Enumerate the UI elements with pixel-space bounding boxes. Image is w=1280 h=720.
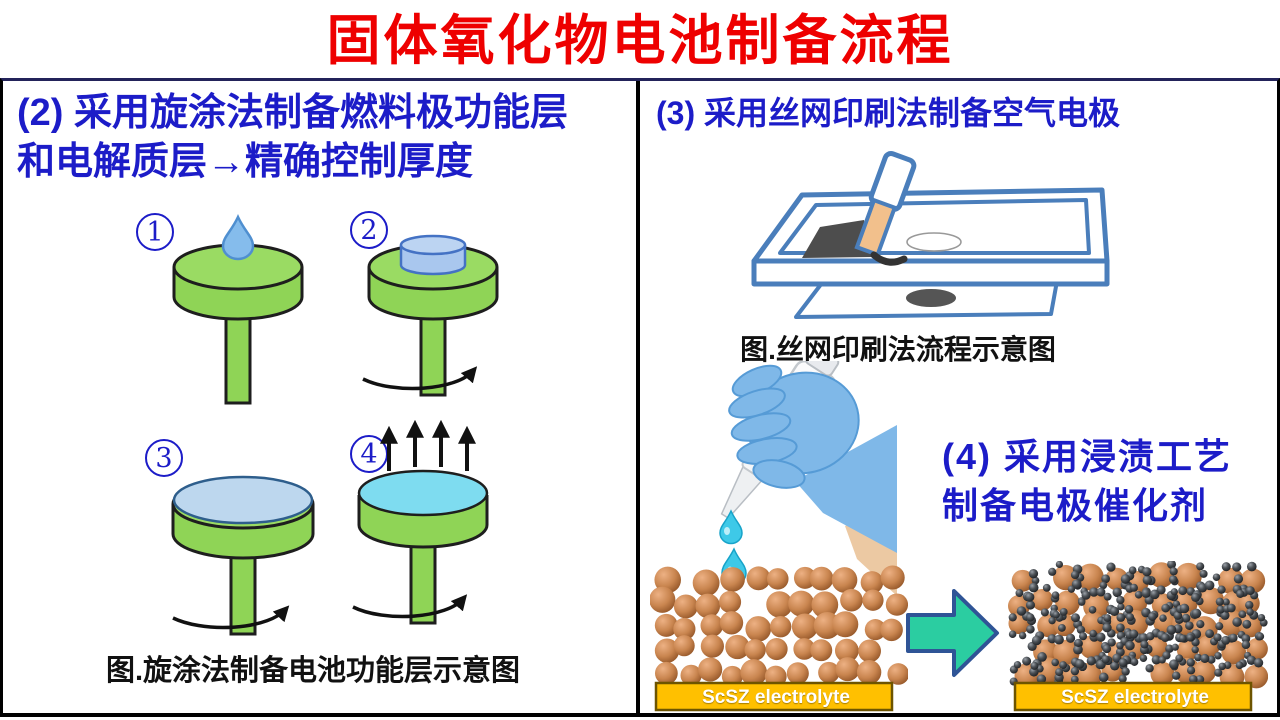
- particle-cluster-infiltrated: [1008, 559, 1269, 712]
- particle-cluster-bare: [649, 565, 910, 712]
- heading-line-1: (2) 采用旋涂法制备燃料极功能层: [17, 92, 569, 134]
- spin-step-1-illustration: [172, 214, 304, 405]
- screen-frame-inner: [778, 198, 1091, 255]
- rotation-arrow-icon: [352, 594, 468, 619]
- rotation-arrow-icon: [172, 605, 290, 630]
- heading-line-2: 和电解质层→精确控制厚度: [17, 141, 474, 184]
- squeegee-icon: [854, 151, 917, 258]
- slide-title: 固体氧化物电池制备流程: [326, 11, 954, 71]
- step-2-number: 2: [350, 211, 388, 249]
- ink-smear: [870, 251, 908, 266]
- ink-patch: [802, 220, 872, 258]
- spin-step-4-illustration: [352, 419, 489, 625]
- scaffold-before-image: ScSZ electrolyte: [649, 561, 910, 715]
- evaporation-arrows-icon: [380, 419, 476, 471]
- screen-printing-panel: (3) 采用丝网印刷法制备空气电极 图.丝网印刷法流程示意图: [640, 81, 1277, 713]
- spin-coating-heading: (2) 采用旋涂法制备燃料极功能层 和电解质层→精确控制厚度: [17, 89, 627, 188]
- spin-coating-caption: 图.旋涂法制备电池功能层示意图: [105, 655, 521, 687]
- pipette-illustration: [719, 361, 897, 596]
- screen-frame-front: [751, 258, 1110, 287]
- process-arrow-icon: [906, 589, 999, 677]
- infiltration-line-1: (4) 采用浸渍工艺: [942, 436, 1233, 477]
- infiltration-heading: (4) 采用浸渍工艺 制备电极催化剂: [942, 433, 1272, 530]
- slurry-droplet-icon: [221, 214, 255, 261]
- spin-step-2-illustration: [362, 234, 499, 397]
- screen-printing-caption: 图.丝网印刷法流程示意图: [740, 334, 1056, 365]
- infiltration-line-2: 制备电极催化剂: [942, 484, 1209, 526]
- printed-pattern: [906, 289, 956, 307]
- spin-coating-panel: (2) 采用旋涂法制备燃料极功能层 和电解质层→精确控制厚度 1 2 3 4: [3, 81, 636, 713]
- electrolyte-label: ScSZ electrolyte: [702, 687, 850, 708]
- rotation-arrow-icon: [362, 366, 478, 391]
- screen-printing-illustration: [751, 151, 1110, 319]
- spin-step-3-illustration: [171, 475, 315, 636]
- step-3-number: 3: [145, 439, 183, 477]
- electrolyte-label: ScSZ electrolyte: [1061, 687, 1209, 708]
- scaffold-after-image: ScSZ electrolyte: [1008, 559, 1269, 715]
- gloved-hand: [728, 364, 897, 553]
- step-1-number: 1: [136, 213, 174, 251]
- screen-printing-heading: (3) 采用丝网印刷法制备空气电极: [656, 95, 1121, 131]
- panel-divider: [636, 81, 640, 713]
- mask-opening: [906, 232, 962, 252]
- content-area: (2) 采用旋涂法制备燃料极功能层 和电解质层→精确控制厚度 1 2 3 4: [0, 78, 1280, 717]
